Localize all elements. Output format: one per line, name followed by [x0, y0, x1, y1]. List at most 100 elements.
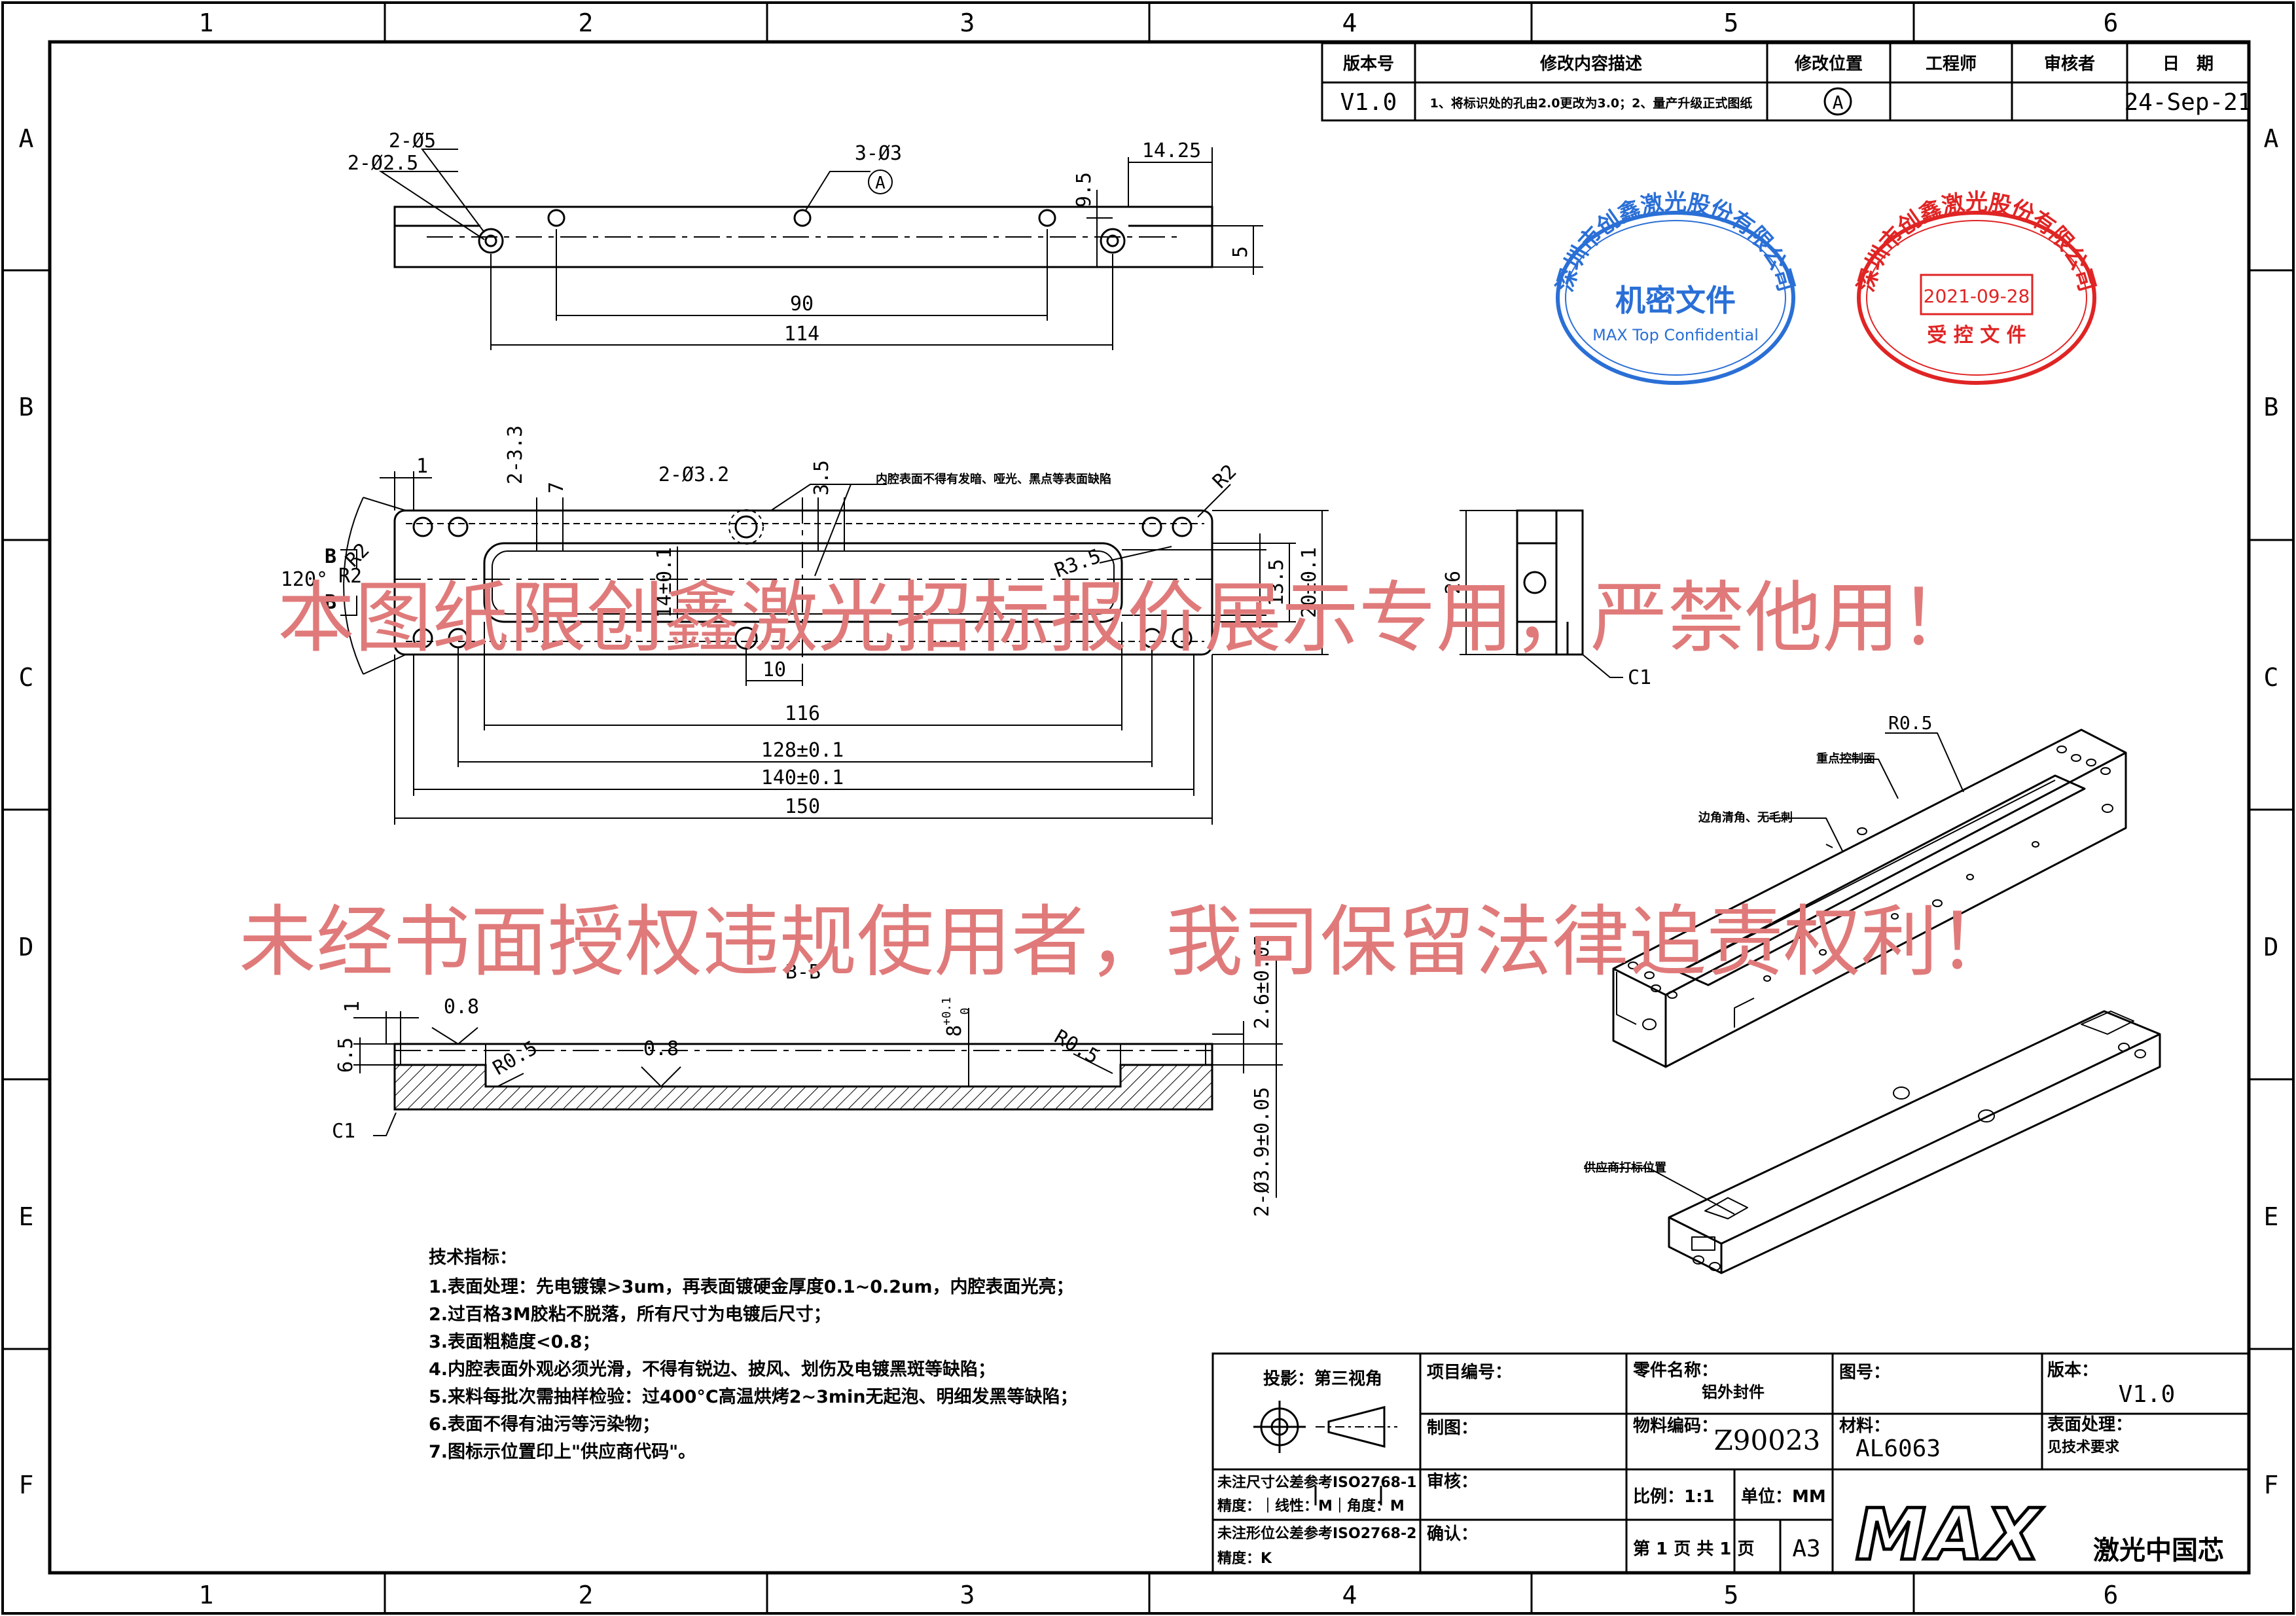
sec-dim-r0-5-right: R0.5: [1050, 1026, 1103, 1069]
rev-location-circle: [1823, 87, 1852, 116]
zone-labels: 1 2 3 4 5 6 1 2 3 4 5 6 A B C D E F A B …: [19, 9, 2279, 1609]
rev-description: 1、将标识处的孔由2.0更改为3.0；2、量产升级正式图纸: [1430, 96, 1753, 111]
sec-dim-8-tol-lower: 0: [958, 1008, 972, 1015]
blue-stamp-center: 机密文件: [1615, 283, 1736, 318]
dim-116: 116: [785, 702, 820, 725]
dim-r2-left2: R2: [338, 565, 362, 588]
tb-pages: 第 1 页 共 1 页: [1633, 1539, 1754, 1559]
sec-dim-1: 1: [341, 1001, 364, 1013]
row-label-left-c: C: [19, 663, 34, 692]
row-label-right-f: F: [2264, 1471, 2279, 1499]
dim-14: 14±0.1: [653, 547, 676, 618]
dim-150: 150: [785, 795, 820, 818]
dim-90: 90: [790, 293, 814, 315]
tech-item-2: 2.过百格3M胶粘不脱落，所有尺寸为电镀后尺寸；: [429, 1304, 831, 1325]
callout-a-circle: [868, 170, 893, 194]
tech-item-1: 1.表面处理：先电镀镍>3um，再表面镀硬金厚度0.1~0.2um，内腔表面光亮…: [429, 1276, 1073, 1297]
col-label-bottom-2: 2: [579, 1581, 594, 1609]
iso-label-deburr: 边角清角、无毛刺: [1698, 810, 1793, 825]
tech-item-3: 3.表面粗糙度<0.8；: [429, 1331, 600, 1352]
isometric-view-bottom: [1584, 1010, 2161, 1274]
rev-header-version: 版本号: [1342, 54, 1394, 74]
controlled-stamp: 深圳市创鑫激光股份有限公司 2021-09-28 受 控 文 件: [1853, 189, 2100, 385]
dim-120deg: 120°: [281, 568, 328, 591]
tb-part-name-label: 零件名称：: [1633, 1360, 1718, 1380]
dim-1-plan: 1: [416, 455, 428, 478]
watermark-line-2: 未经书面授权违规使用者，我司保留法律追责权利！: [239, 897, 2015, 987]
isometric-view-top: [1612, 728, 2127, 1068]
section-label: B-B: [785, 961, 821, 984]
tb-tol1b: 精度：｜线性：M｜角度：M: [1217, 1498, 1405, 1515]
max-logo: MAX 激光中国芯: [1854, 1493, 2225, 1578]
dim-2-phi2-5: 2-Ø2.5: [348, 152, 418, 175]
rev-version: V1.0: [1340, 89, 1397, 116]
section-mark-b-bottom: B: [325, 591, 336, 614]
dim-114: 114: [784, 323, 819, 346]
row-label-left-f: F: [19, 1471, 34, 1499]
dim-7: 7: [545, 482, 568, 494]
revision-table: 版本号 修改内容描述 修改位置 工程师 审核者 日 期 V1.0 1、将标识处的…: [1321, 42, 2252, 122]
tb-version: V1.0: [2119, 1381, 2176, 1408]
col-label-top-4: 4: [1342, 9, 1357, 37]
projection-symbol: [1253, 1401, 1397, 1453]
logo-sub: 激光中国芯: [2093, 1535, 2224, 1566]
iso-label-key-surface: 重点控制面: [1816, 751, 1875, 766]
row-label-right-a: A: [2264, 124, 2279, 153]
sec-dim-c1: C1: [332, 1120, 355, 1143]
row-label-left-e: E: [19, 1202, 34, 1231]
rev-location: A: [1833, 92, 1844, 113]
rev-header-location: 修改位置: [1794, 54, 1863, 74]
tech-notes: 技术指标： 1.表面处理：先电镀镍>3um，再表面镀硬金厚度0.1~0.2um，…: [429, 1248, 1078, 1462]
red-stamp-ring: 深圳市创鑫激光股份有限公司: [1853, 189, 2100, 295]
top-view: [378, 147, 1263, 350]
tb-material-code: Z90023: [1714, 1424, 1821, 1456]
col-label-bottom-5: 5: [1724, 1581, 1739, 1609]
dim-26: 26: [1442, 571, 1465, 594]
sec-dim-0-8: 0.8: [444, 996, 479, 1018]
rev-date: 24-Sep-21: [2124, 89, 2251, 116]
dim-14-25: 14.25: [1142, 139, 1201, 162]
col-label-top-3: 3: [960, 9, 975, 37]
tb-material-code-label: 物料编码：: [1633, 1416, 1718, 1436]
dim-20: 20±0.1: [1298, 547, 1321, 618]
dim-10: 10: [762, 658, 786, 681]
tb-size: A3: [1792, 1535, 1820, 1562]
tb-tol1: 未注尺寸公差参考ISO2768-1: [1217, 1474, 1416, 1491]
dim-5: 5: [1229, 246, 1252, 258]
tb-project-no: 项目编号：: [1427, 1362, 1512, 1382]
tb-version-label: 版本：: [2047, 1361, 2098, 1380]
sec-dim-6-5: 6.5: [334, 1037, 357, 1073]
tb-drawing-no: 图号：: [1839, 1363, 1890, 1382]
rev-header-reviewer: 审核者: [2044, 54, 2095, 74]
tech-title: 技术指标：: [429, 1248, 517, 1268]
tb-tol2: 未注形位公差参考ISO2768-2: [1217, 1525, 1416, 1542]
dim-13-5: 13.5: [1265, 559, 1288, 606]
tb-scale: 比例：1:1: [1633, 1487, 1715, 1507]
iso-dim-r0-5: R0.5: [1888, 712, 1932, 734]
iso-label-supplier-mark: 供应商打标位置: [1583, 1160, 1666, 1175]
col-label-top-5: 5: [1724, 9, 1739, 37]
confidential-stamp: 深圳市创鑫激光股份有限公司 机密文件 MAX Top Confidential: [1552, 189, 1799, 385]
dim-2-3-3: 2-3.3: [504, 425, 527, 484]
tb-surface-label: 表面处理：: [2047, 1415, 2132, 1435]
sec-dim-3-9: 2-Ø3.9±0.05: [1251, 1087, 1274, 1217]
side-view: 26 C1: [1442, 509, 1651, 689]
col-label-top-2: 2: [579, 9, 594, 37]
dim-3-phi3: 3-Ø3: [855, 142, 902, 165]
tb-tol2b: 精度：K: [1217, 1550, 1272, 1567]
tb-surface: 见技术要求: [2047, 1439, 2119, 1456]
logo-max: MAX: [1856, 1494, 2043, 1576]
watermark: 本图纸限创鑫激光招标报价展示专用，严禁他用！ 未经书面授权违规使用者，我司保留法…: [239, 573, 2015, 987]
dim-3-5: 3.5: [810, 460, 833, 495]
dim-c1-side: C1: [1628, 666, 1651, 689]
tb-drawn: 制图：: [1427, 1418, 1478, 1438]
sec-dim-8: 8: [943, 1025, 966, 1037]
plan-view: [340, 471, 1329, 825]
row-label-left-a: A: [19, 124, 34, 153]
tb-unit: 单位：MM: [1741, 1486, 1826, 1507]
row-label-right-e: E: [2264, 1202, 2279, 1231]
row-label-right-d: D: [2264, 933, 2279, 961]
dim-r2-right: R2: [1208, 460, 1241, 493]
